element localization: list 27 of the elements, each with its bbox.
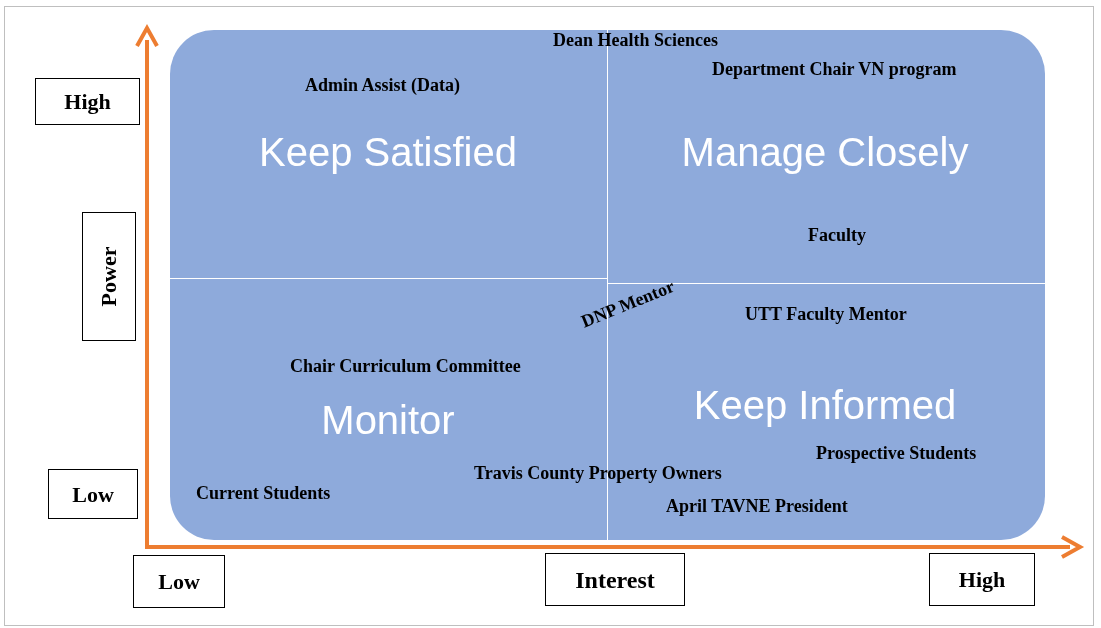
stakeholder-name: April TAVNE President [666,495,848,518]
stakeholder-name: Prospective Students [816,442,977,465]
axis-label-box [545,553,685,606]
quadrant-title: Keep Satisfied [259,132,517,172]
axis-label: High [958,566,1006,594]
stakeholder-name: UTT Faculty Mentor [745,303,907,326]
axis-label-box [133,555,225,608]
axis-label-box [35,78,140,125]
stakeholder-name: Current Students [196,482,331,505]
axis-label: High [64,88,111,116]
axis-label: Low [72,480,114,509]
stakeholder-name: DNP Mentor [578,275,678,333]
axis-label-box [48,469,138,519]
stakeholder-name: Dean Health Sciences [553,29,718,52]
stakeholder-name: Travis County Property Owners [474,462,722,485]
stakeholder-name: Admin Assist (Data) [305,74,460,97]
axis-label-box [82,212,136,341]
axis-label: Power [95,246,123,307]
axis-label: Interest [575,565,655,595]
quadrant-title: Monitor [321,400,455,440]
stakeholder-name: Department Chair VN program [712,58,957,81]
stakeholder-name: Faculty [808,224,866,247]
quadrant-title: Manage Closely [681,132,969,172]
axis-label-box [929,553,1035,606]
axis-label: Low [158,568,200,596]
stakeholder-name: Chair Curriculum Committee [290,355,521,378]
quadrant-title: Keep Informed [693,385,957,425]
